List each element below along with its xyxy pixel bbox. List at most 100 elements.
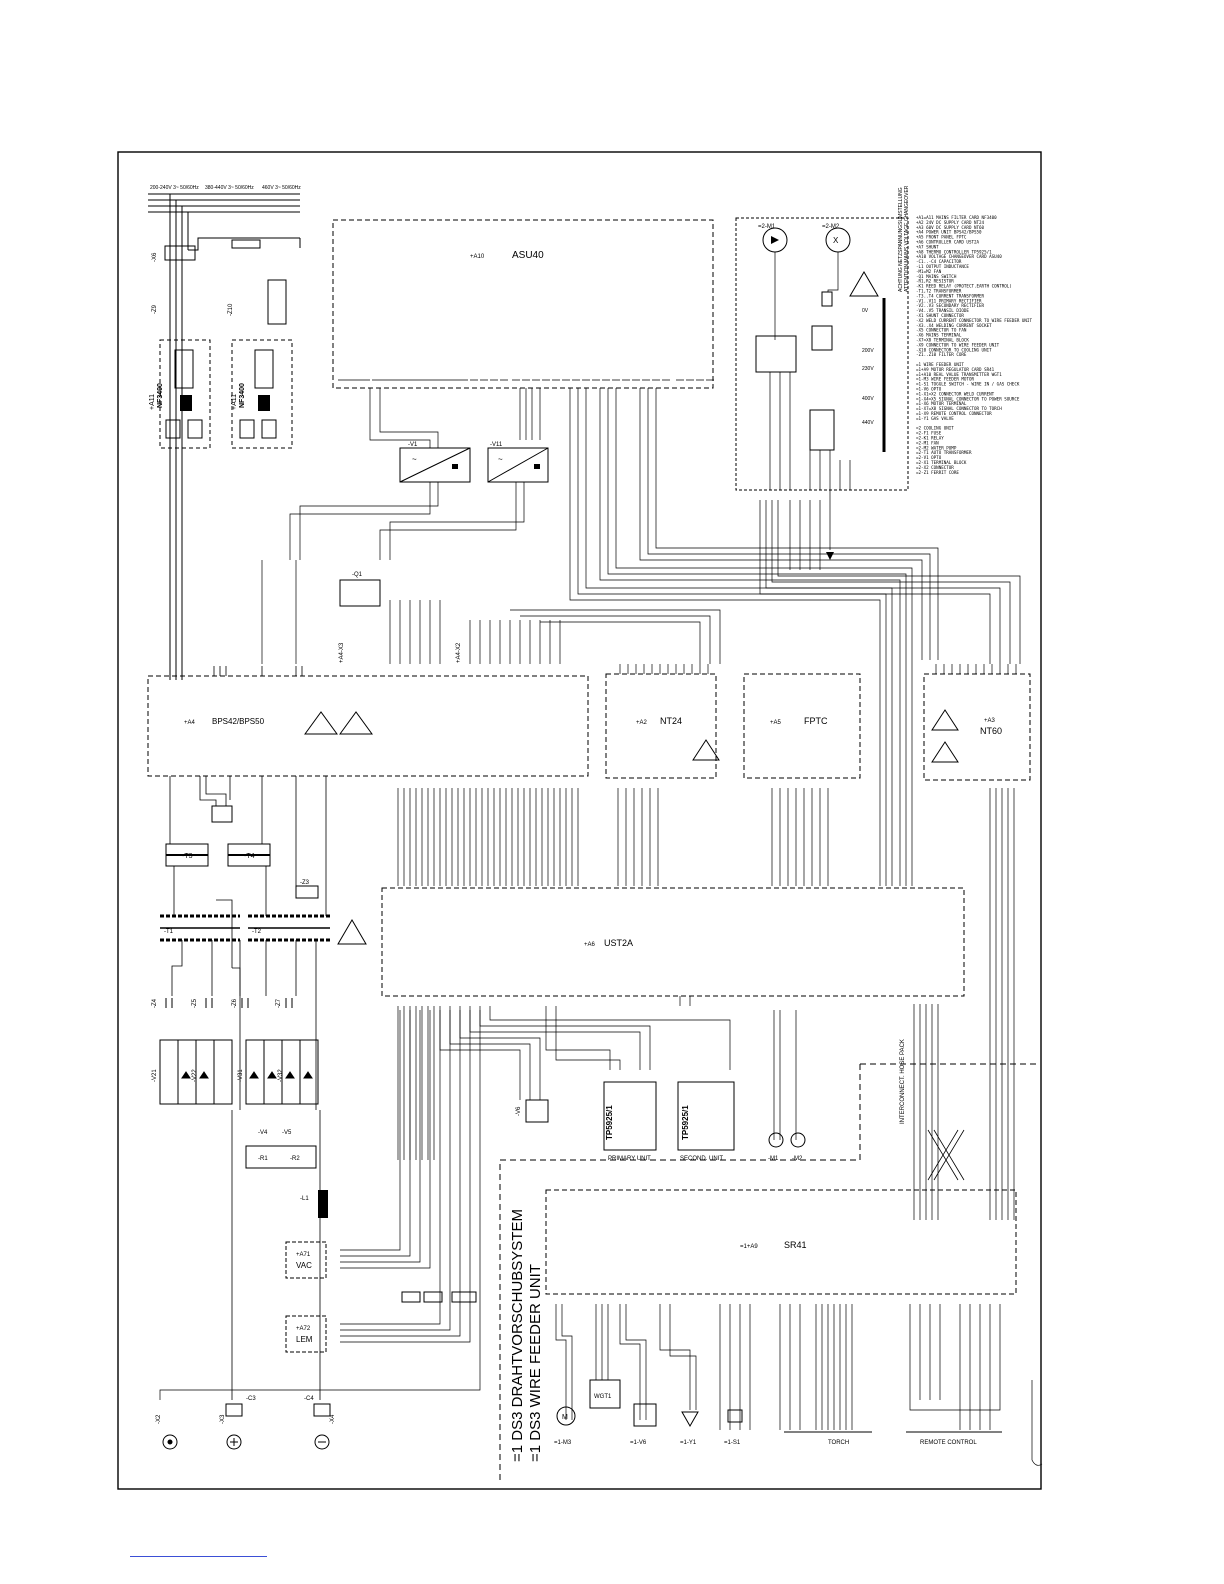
cooling-terminal-block <box>755 335 797 373</box>
filter-core-z3 <box>295 885 319 899</box>
fan-m2-label: -M2 <box>792 1156 803 1162</box>
toggle-switch <box>727 1409 743 1423</box>
legend-entry: =1 WIRE FEEDER UNIT <box>916 362 964 367</box>
transil-diode-v4: -V4 <box>258 1130 268 1136</box>
rectifier-v11: ~ <box>487 447 549 483</box>
capacitor-c4: -C4 <box>304 1396 314 1402</box>
cooling-unit <box>735 217 909 491</box>
cooling-fan-label: =2-M1 <box>758 224 776 230</box>
cooling-warning-icon <box>849 271 879 297</box>
power-wiring <box>169 776 327 1400</box>
gas-valve-label: =1-Y1 <box>680 1440 697 1446</box>
resistor-r1: -R1 <box>258 1156 268 1162</box>
rectifier-v1: ~ <box>399 447 471 483</box>
thermo-controller-primary-name: TP5925/1 <box>605 1105 614 1140</box>
svg-text:M: M <box>562 1414 568 1421</box>
shunt-block <box>267 279 287 325</box>
legend-entry: -X10 CONNECTOR TO COOLING UNIT <box>916 347 992 352</box>
fptc-name: FPTC <box>804 716 828 726</box>
nt60-warning-icon-1 <box>931 709 959 731</box>
bps-name: BPS42/BPS50 <box>212 717 265 726</box>
lem-id: +A72 <box>296 1326 311 1332</box>
wire-feeder-motor-label: =1-M3 <box>554 1440 572 1446</box>
socket-x2-label: -X2 <box>156 1414 162 1424</box>
ust2a-card <box>381 887 965 997</box>
asu40-card <box>332 219 714 389</box>
svg-text:~: ~ <box>412 455 417 464</box>
mains-terminal <box>164 245 196 261</box>
toggle-switch-label: =1-S1 <box>724 1440 741 1446</box>
hose-pack-boundary <box>499 1063 1040 1482</box>
rectifier-v32: -V32 <box>278 1069 284 1082</box>
filter-core-z4: -Z4 <box>152 998 158 1008</box>
wire-feeder-motor: M <box>556 1406 576 1426</box>
filter-card-2-name: NF3400 <box>239 383 246 408</box>
wire-feeder-title-en: =1 DS3 WIRE FEEDER UNIT <box>527 1264 544 1462</box>
changeover-tap-1: 0V <box>862 308 869 314</box>
legend-entry: =1-X1=X2 CONNECTOR WELD CURRENT <box>916 391 995 396</box>
sr41-wiring <box>555 1304 1043 1466</box>
fan-m1-label: -M1 <box>768 1156 779 1162</box>
legend-entry: -X7=X8 TERMINAL BLOCK <box>916 338 969 343</box>
legend-entry: +A1=A11 MAINS FILTER CARD NF3400 <box>916 215 997 220</box>
card-pin-columns <box>619 664 1017 674</box>
legend-entry: =1-X7=X8 SIGNAL CONNECTOR TO TORCH <box>916 406 1002 411</box>
mains-switch <box>339 579 381 607</box>
signal-buses <box>261 388 1015 1220</box>
legend-entry: =2-M2 WATER PUMP <box>916 445 957 450</box>
legend-entry: -V1..V11 PRIMARY RECTIFIER <box>916 298 982 303</box>
supply-voltage-1: 200-240V 3~ 50/60Hz <box>150 185 199 191</box>
capacitor-c3: -C3 <box>246 1396 256 1402</box>
rectifier-v31: -V31 <box>238 1069 244 1082</box>
legend-entry: -L1 OUTPUT INDUCTANCE <box>916 264 969 269</box>
socket-x4-label: -X4 <box>330 1414 336 1424</box>
legend-entry: -X6 MAINS TERMINAL <box>916 333 962 338</box>
wire-feeder-title-de: =1 DS3 DRAHTVORSCHUBSYSTEM <box>509 1209 526 1462</box>
rectifier-v11-label: -V11 <box>490 442 503 448</box>
filter-card-1-id: +A11 <box>149 394 156 410</box>
legend-entry: =2-Z1 FERRIT CORE <box>916 470 959 475</box>
bps-x2-label: +A4-X2 <box>456 642 462 663</box>
legend-entry: -M1=M2 FAN <box>916 269 942 274</box>
rectifier-v22: -V22 <box>192 1069 198 1082</box>
footer-rule <box>130 1556 267 1557</box>
fptc-id: +A5 <box>770 720 782 726</box>
legend-entry: +A4 POWER UNIT BPS42/BPS50 <box>916 230 982 235</box>
cooling-autotransformer <box>809 409 835 451</box>
filter-card-1 <box>159 339 211 449</box>
rectifier-v21: -V21 <box>152 1069 158 1082</box>
cooling-arrow-icon <box>826 552 834 560</box>
changeover-tap-4: 400V <box>862 396 874 402</box>
legend-entry: -Q1 MAINS SWITCH <box>916 274 957 279</box>
secondary-rectifiers <box>159 1039 319 1105</box>
mains-switch-label: -Q1 <box>352 572 363 578</box>
nt24-name: NT24 <box>660 716 682 726</box>
svg-text:X: X <box>833 236 839 245</box>
legend-entry: =2 COOLING UNIT <box>916 426 954 431</box>
asu40-name: ASU40 <box>512 250 544 261</box>
legend-entry: =2-T1 AUTO TRANSFORMER <box>916 450 972 455</box>
current-transformer-t4 <box>227 843 271 867</box>
hose-pack-label: INTERCONNECT. HOSE PACK <box>900 1039 906 1124</box>
wgt1-card <box>589 1379 621 1409</box>
legend-entry: +A7 SHUNT <box>916 244 939 249</box>
nt24-warning-icon <box>692 739 720 761</box>
filter-core-z7: -Z7 <box>276 998 282 1008</box>
gas-valve-icon <box>681 1411 699 1428</box>
ust2a-name: UST2A <box>604 938 633 948</box>
thermo-controller-secondary-caption: SECOND. UNIT <box>680 1156 723 1162</box>
legend-entry: =1+A9 MOTOR REGULATOR CARD SR41 <box>916 367 995 372</box>
filter-core-z6: -Z6 <box>232 998 238 1008</box>
cooling-wiring <box>759 252 1021 664</box>
legend-entry: =2-X2 CONNECTOR <box>916 465 954 470</box>
legend-entry: -X3..X4 WELDING CURRENT SOCKET <box>916 323 992 328</box>
vac-module <box>285 1241 327 1279</box>
legend-entry: =1-M3 WIRE FEEDER MOTOR <box>916 377 974 382</box>
cooling-opto <box>811 325 833 351</box>
vac-id: +A71 <box>296 1252 311 1258</box>
nt24-id: +A2 <box>636 720 648 726</box>
supply-voltage-2: 380-440V 3~ 50/60Hz <box>205 185 254 191</box>
drawing-frame <box>117 151 1042 1490</box>
thermo-controller-primary-caption: PRIMARY UNIT <box>608 1156 651 1162</box>
